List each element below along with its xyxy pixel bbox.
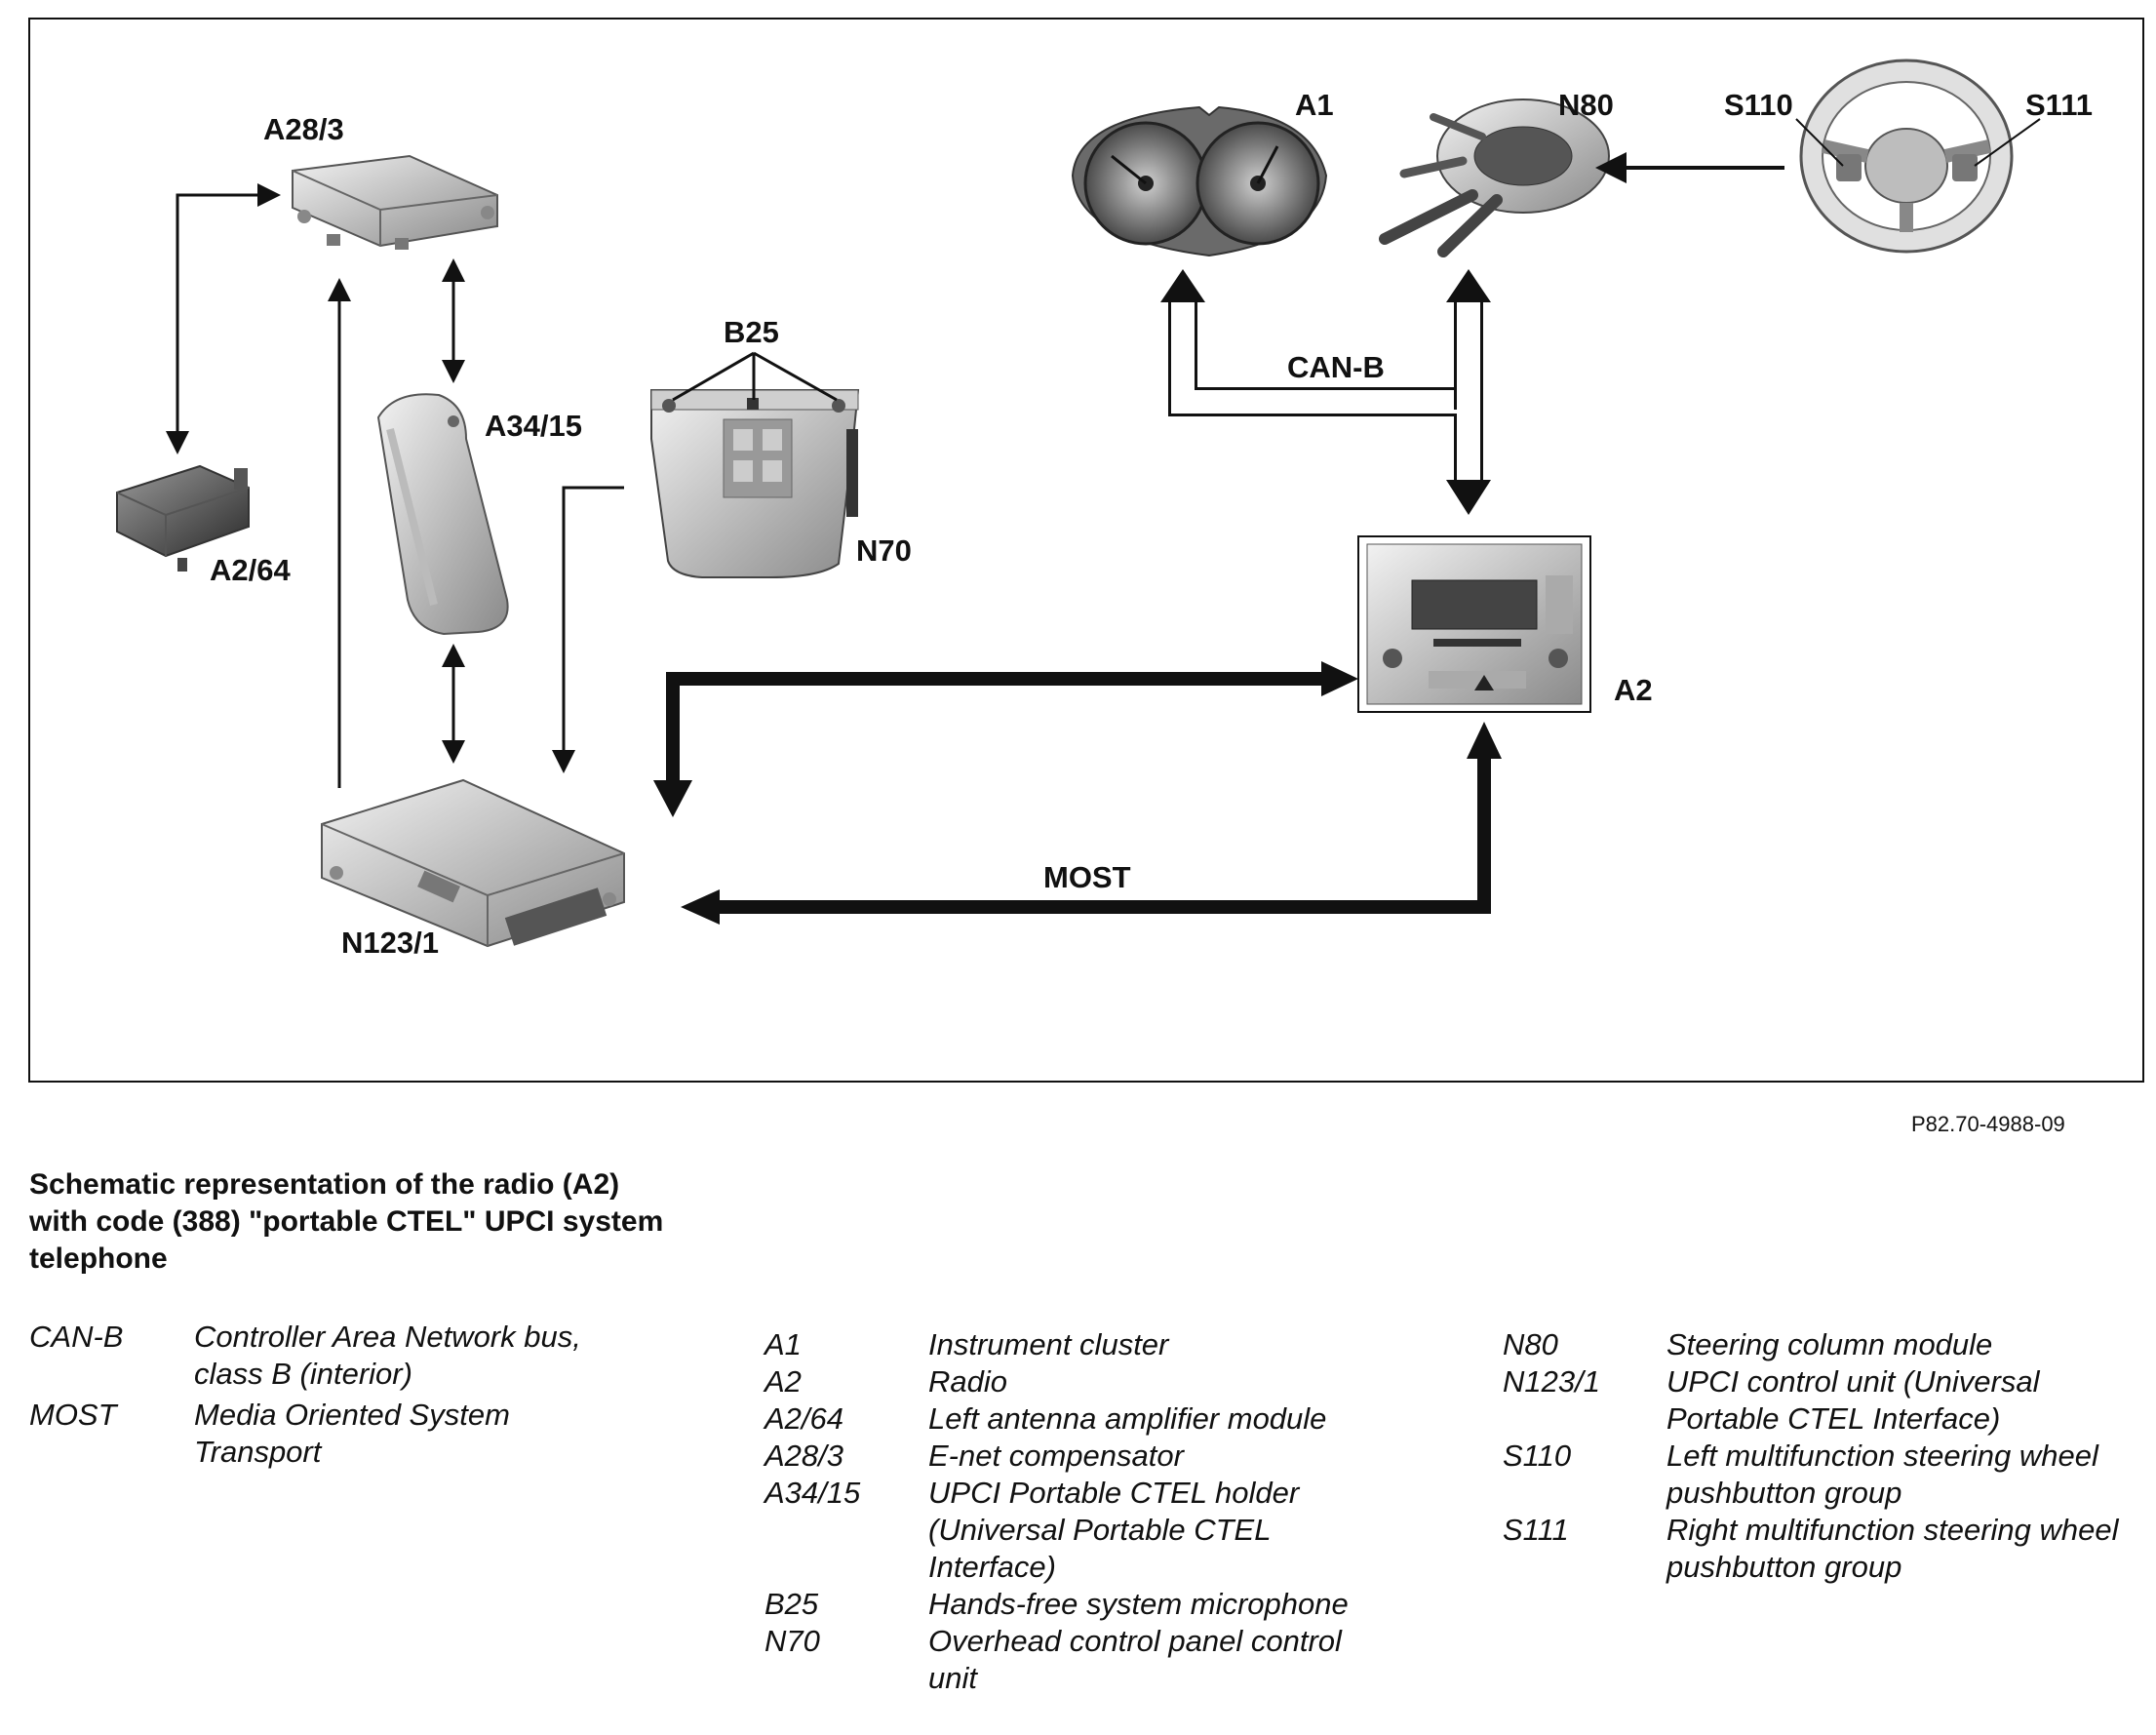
- label-s111: S111: [2025, 88, 2093, 122]
- legend-code: A2: [764, 1364, 802, 1399]
- can-b-bus: [1160, 269, 1491, 515]
- legend-row: N70 Overhead control panel control unit: [764, 1623, 1398, 1697]
- legend-row: A34/15 UPCI Portable CTEL holder (Univers…: [764, 1475, 1398, 1586]
- legend-code: A28/3: [764, 1439, 844, 1473]
- legend-row: S110 Left multifunction steering wheel pu…: [1503, 1438, 2136, 1512]
- legend-code: A1: [764, 1327, 802, 1361]
- legend-code: A2/64: [764, 1401, 844, 1436]
- label-a1: A1: [1295, 88, 1334, 122]
- label-n70: N70: [856, 533, 912, 568]
- most-bus: [653, 661, 1502, 925]
- s110-pointer: [1795, 118, 1844, 167]
- legend-code: B25: [764, 1587, 819, 1621]
- label-most: MOST: [1043, 860, 1131, 894]
- legend-row: MOST Media Oriented System Transport: [29, 1397, 644, 1471]
- legend-code: A34/15: [764, 1476, 861, 1510]
- legend-description: Media Oriented System Transport: [194, 1398, 510, 1469]
- legend-description: Steering column module: [1666, 1327, 1993, 1361]
- a2-64-module: [116, 464, 250, 572]
- label-b25: B25: [724, 315, 779, 349]
- connector-a28-3-to-a2-64: [166, 183, 281, 454]
- label-a34-15: A34/15: [485, 409, 582, 443]
- legend-row: S111 Right multifunction steering wheel p…: [1503, 1512, 2136, 1586]
- b25-pointers: [672, 351, 838, 402]
- legend-code: CAN-B: [29, 1320, 124, 1354]
- diagram-caption: Schematic representation of the radio (A…: [29, 1168, 664, 1275]
- legend-description: Right multifunction steering wheel pushb…: [1666, 1513, 2119, 1584]
- legend-code: S110: [1503, 1439, 1572, 1473]
- legend-code: N70: [764, 1624, 820, 1658]
- legend-description: Left antenna amplifier module: [928, 1401, 1327, 1436]
- legend-description: Controller Area Network bus, class B (in…: [194, 1320, 581, 1391]
- a1-instrument-cluster: [1071, 105, 1328, 257]
- legend-code: N123/1: [1503, 1364, 1600, 1399]
- a28-3-module: [292, 154, 498, 250]
- s110-button-group: [1836, 154, 1862, 181]
- legend-description: Radio: [928, 1364, 1007, 1399]
- legend-row: A2/64 Left antenna amplifier module: [764, 1400, 1398, 1438]
- a34-15-holder: [376, 393, 509, 636]
- legend-code: S111: [1503, 1513, 1569, 1547]
- connector-n70-to-n123-1: [552, 486, 624, 773]
- n80-steering-column-module: [1379, 99, 1610, 257]
- s111-button-group: [1952, 154, 1978, 181]
- a2-radio: [1357, 535, 1591, 713]
- legend-row: B25 Hands-free system microphone: [764, 1586, 1398, 1623]
- legend-description: UPCI control unit (Universal Portable CT…: [1666, 1364, 2040, 1436]
- legend-row: A28/3 E-net compensator: [764, 1438, 1398, 1475]
- legend-code: MOST: [29, 1398, 117, 1432]
- label-a28-3: A28/3: [263, 112, 344, 146]
- n70-overhead-panel: [650, 389, 860, 578]
- legend-description: UPCI Portable CTEL holder (Universal Por…: [928, 1476, 1300, 1584]
- diagram-frame: [28, 18, 2144, 1083]
- legend-row: A1 Instrument cluster: [764, 1326, 1398, 1363]
- legend-description: Instrument cluster: [928, 1327, 1169, 1361]
- legend-row: CAN-B Controller Area Network bus, class …: [29, 1319, 644, 1393]
- label-n123-1: N123/1: [341, 926, 439, 960]
- legend-description: Left multifunction steering wheel pushbu…: [1666, 1439, 2098, 1510]
- legend-description: E-net compensator: [928, 1439, 1184, 1473]
- s111-pointer: [1974, 118, 2041, 167]
- legend-row: A2 Radio: [764, 1363, 1398, 1400]
- legend-row: N80 Steering column module: [1503, 1326, 2136, 1363]
- label-a2: A2: [1614, 673, 1653, 707]
- legend-description: Overhead control panel control unit: [928, 1624, 1342, 1695]
- legend-description: Hands-free system microphone: [928, 1587, 1349, 1621]
- figure-reference: P82.70-4988-09: [1911, 1112, 2065, 1136]
- label-a2-64: A2/64: [210, 553, 291, 587]
- legend-code: N80: [1503, 1327, 1558, 1361]
- bus-legend: CAN-B Controller Area Network bus, class …: [29, 1319, 644, 1475]
- n123-1-control-unit: [321, 778, 625, 948]
- label-can-b: CAN-B: [1287, 350, 1385, 384]
- schematic-diagram: A1 N80 S110 S111 A28/3 B25 A34/15 A2/64 …: [28, 18, 2144, 1083]
- steering-wheel: [1799, 59, 2014, 254]
- label-n80: N80: [1558, 88, 1614, 122]
- legend-row: N123/1 UPCI control unit (Universal Porta…: [1503, 1363, 2136, 1438]
- label-s110: S110: [1724, 88, 1793, 122]
